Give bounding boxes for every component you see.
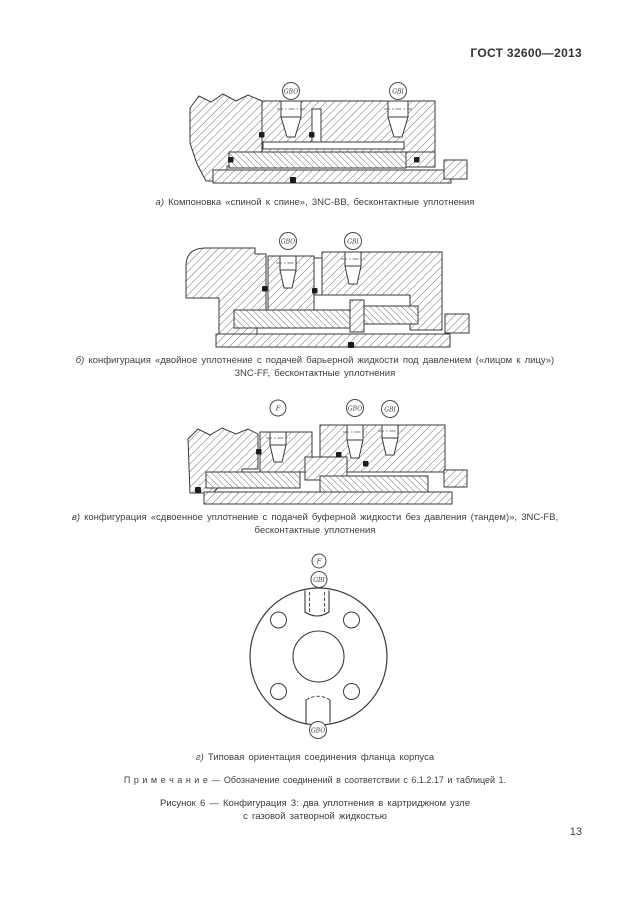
port-label-gbi: GBI — [389, 82, 407, 100]
page-number: 13 — [569, 826, 582, 838]
caption-v-line1: в) конфигурация «сдвоенное уплотнение с … — [30, 512, 600, 524]
mating-ring-left — [233, 309, 353, 329]
port-label-f: F — [311, 553, 327, 569]
svg-text:GBO: GBO — [348, 405, 362, 412]
caption-a-text: Компоновка «спиной к спине», 3NC-BB, бес… — [168, 197, 475, 208]
caption-v-label: в) — [71, 512, 80, 523]
end-plate-block — [444, 313, 470, 334]
mating-ring-right — [361, 305, 419, 325]
shaft — [212, 169, 452, 184]
center-spacer — [349, 299, 365, 333]
shaft-sleeve — [228, 151, 407, 169]
caption-v-text2: бесконтактные уплотнения — [254, 525, 376, 536]
svg-text:GBO: GBO — [284, 88, 298, 95]
svg-text:F: F — [316, 558, 322, 566]
caption-g-label: г) — [195, 752, 204, 763]
gbi-port-funnel — [387, 116, 409, 138]
port-label-gbo: GBO — [282, 82, 300, 100]
caption-b-text1: конфигурация «двойное уплотнение с подач… — [88, 355, 555, 366]
svg-text:F: F — [275, 405, 281, 413]
f-port-funnel — [269, 444, 287, 463]
gbi-port-funnel — [344, 265, 362, 285]
shaft — [215, 333, 451, 348]
caption-b-text2: 3NC-FF, бесконтактные уплотнения — [234, 368, 396, 379]
svg-text:GBO: GBO — [281, 238, 295, 245]
top-port — [304, 590, 330, 617]
clearance-groove — [262, 141, 405, 150]
svg-text:GBI: GBI — [384, 406, 396, 413]
svg-text:GBI: GBI — [313, 577, 325, 584]
bottom-port — [305, 695, 331, 724]
end-plate-block — [443, 469, 468, 488]
o-ring-seals — [195, 449, 369, 493]
o-ring-seals — [262, 286, 354, 348]
caption-v-line2: бесконтактные уплотнения — [30, 525, 600, 537]
end-plate-block — [443, 159, 468, 180]
caption-a: а) Компоновка «спиной к спине», 3NC-BB, … — [30, 197, 600, 209]
standard-number: ГОСТ 32600—2013 — [470, 46, 582, 60]
figure-v-drawing: F GBO GBI — [187, 399, 468, 505]
figure-a-drawing: GBO GBI — [189, 82, 468, 184]
note-text: П р и м е ч а н и е — Обозначение соедин… — [123, 775, 507, 785]
gbi-port-channel — [381, 424, 399, 439]
gbi-port-funnel — [381, 437, 399, 456]
f-port-channel — [269, 431, 287, 446]
caption-g: г) Типовая ориентация соединения фланца … — [30, 752, 600, 764]
port-label-f: F — [269, 399, 287, 417]
port-label-gbi: GBI — [344, 232, 362, 250]
caption-b-line1: б) конфигурация «двойное уплотнение с по… — [30, 355, 600, 367]
bolt-holes — [270, 611, 360, 700]
seal-gap — [313, 257, 323, 296]
caption-g-text: Типовая ориентация соединения фланца кор… — [207, 752, 435, 763]
svg-text:GBI: GBI — [392, 88, 404, 95]
gbo-port-funnel — [279, 269, 297, 289]
caption-v-text1: конфигурация «сдвоенное уплотнение с под… — [84, 512, 559, 523]
mating-ring-left — [205, 471, 301, 489]
gbo-port-funnel — [346, 439, 364, 459]
gbo-port-channel — [346, 424, 364, 441]
gbo-port-funnel — [280, 116, 302, 138]
caption-b-line2: 3NC-FF, бесконтактные уплотнения — [30, 368, 600, 380]
flange-bore-circle — [292, 630, 345, 683]
caption-a-label: а) — [155, 197, 164, 208]
port-label-gbi: GBI — [381, 400, 399, 418]
figure-g-drawing: F GBI GBO — [249, 553, 388, 739]
o-ring-seals — [228, 132, 420, 183]
port-label-gbo: GBO — [346, 399, 364, 417]
svg-text:GBI: GBI — [347, 238, 359, 245]
seal-body-step — [405, 151, 436, 168]
caption-b-label: б) — [75, 355, 85, 366]
shaft — [203, 491, 453, 505]
mating-ring-right — [319, 475, 429, 493]
svg-text:GBO: GBO — [311, 727, 325, 734]
figure-b-drawing: GBO GBI — [185, 232, 470, 348]
figure-caption-line2: с газовой затворной жидкостью — [243, 811, 387, 822]
port-label-gbo: GBO — [279, 232, 297, 250]
seal-gap — [311, 108, 322, 143]
port-label-gbo: GBO — [309, 721, 327, 739]
port-label-gbi: GBI — [310, 571, 328, 588]
figure-caption-line1: Рисунок 6 — Конфигурация 3: два уплотнен… — [159, 798, 470, 809]
